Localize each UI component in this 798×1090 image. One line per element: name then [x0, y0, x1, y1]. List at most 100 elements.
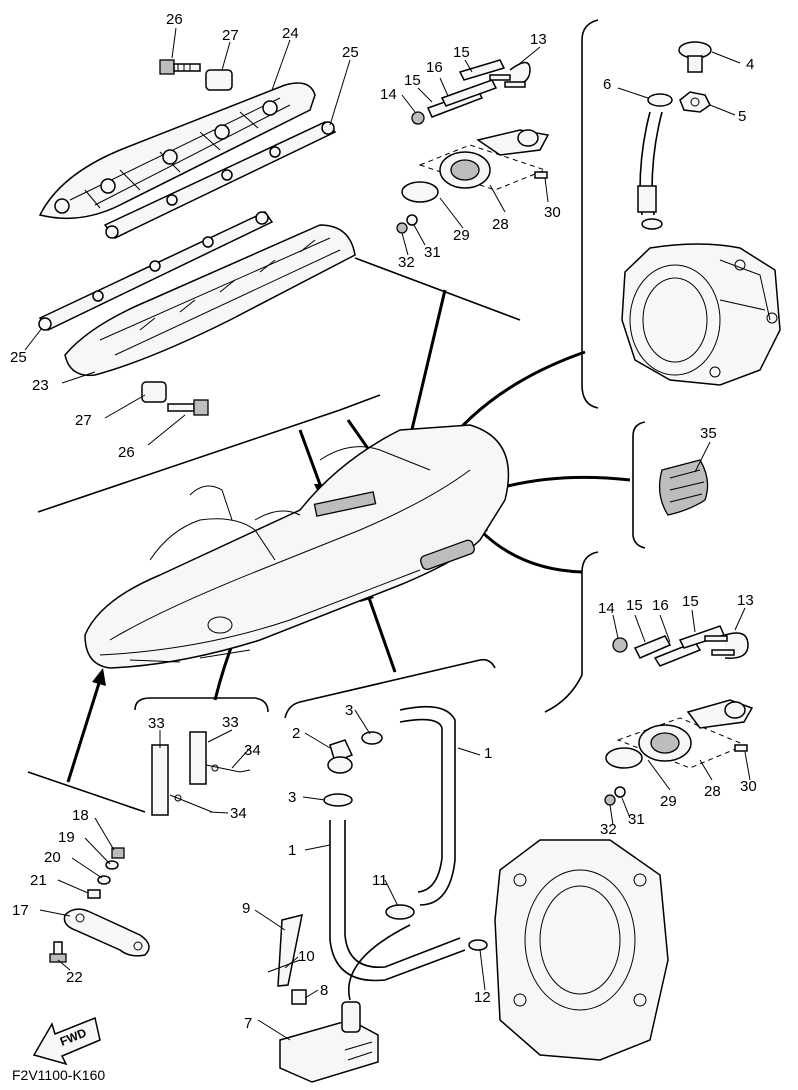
label-15: 15 — [453, 44, 470, 61]
vent-assembly-upper — [396, 59, 550, 234]
label-11: 11 — [372, 872, 388, 889]
bracket-17 — [63, 908, 150, 957]
label-9: 9 — [242, 900, 250, 917]
hatch-cover-35 — [658, 459, 709, 516]
label-27: 27 — [222, 27, 239, 44]
bracket-right-top — [581, 19, 599, 409]
label-1: 1 — [484, 745, 492, 762]
label-21: 21 — [30, 872, 47, 889]
collar-27-top — [205, 69, 233, 91]
label-28: 28 — [704, 783, 721, 800]
label-3: 3 — [288, 789, 296, 806]
label-6: 6 — [603, 76, 611, 93]
label-30: 30 — [740, 778, 757, 795]
watercraft-hull — [84, 424, 510, 669]
bracket-hose — [284, 658, 496, 719]
bracket-33-34 — [134, 697, 269, 713]
label-30: 30 — [544, 204, 561, 221]
label-33: 33 — [222, 714, 239, 731]
collar-27-bottom — [141, 381, 167, 403]
grab-bar-lower — [64, 224, 356, 377]
washer-20 — [97, 875, 111, 885]
label-26: 26 — [166, 11, 183, 28]
label-26: 26 — [118, 444, 135, 461]
label-14: 14 — [380, 86, 397, 103]
water-hose — [329, 705, 466, 1001]
label-15: 15 — [626, 597, 643, 614]
part-labels: 26 27 24 25 25 23 27 26 13 15 16 15 14 2… — [10, 11, 757, 1032]
bolt-22 — [49, 941, 67, 963]
bolt-4 — [678, 41, 712, 73]
label-12: 12 — [474, 989, 491, 1006]
label-8: 8 — [320, 982, 328, 999]
label-16: 16 — [652, 597, 669, 614]
hose-jet — [637, 111, 663, 230]
bracket-bottom-left — [27, 771, 146, 813]
pin-10 — [267, 959, 301, 973]
label-18: 18 — [72, 807, 89, 824]
clamp-6 — [647, 93, 673, 107]
elbow-fitting-2 — [327, 739, 354, 774]
bracket-35 — [632, 421, 646, 549]
label-20: 20 — [44, 849, 61, 866]
label-23: 23 — [32, 377, 49, 394]
fwd-arrow-icon: FWD — [32, 1016, 101, 1066]
label-25: 25 — [10, 349, 27, 366]
label-15: 15 — [682, 593, 699, 610]
bracket-top-left — [354, 257, 521, 321]
rail-strip-lower — [38, 211, 274, 331]
label-7: 7 — [244, 1015, 252, 1032]
label-34: 34 — [244, 742, 261, 759]
jet-pump-housing — [621, 243, 781, 386]
label-17: 17 — [12, 902, 29, 919]
bracket-8 — [291, 989, 307, 1005]
label-14: 14 — [598, 600, 615, 617]
label-33: 33 — [148, 715, 165, 732]
nut-18 — [111, 847, 125, 859]
clamp-11 — [385, 904, 415, 920]
label-31: 31 — [424, 244, 441, 261]
leader-lines — [24, 27, 751, 1041]
label-35: 35 — [700, 425, 717, 442]
label-15: 15 — [404, 72, 421, 89]
label-34: 34 — [230, 805, 247, 822]
bracket-right-mid — [544, 551, 599, 713]
label-19: 19 — [58, 829, 75, 846]
label-13: 13 — [737, 592, 754, 609]
label-31: 31 — [628, 811, 645, 828]
bolt-26-bottom — [167, 399, 209, 416]
clamp-3 — [323, 731, 383, 807]
label-10: 10 — [298, 948, 315, 965]
bracket-hull-right — [339, 394, 381, 411]
label-1: 1 — [288, 842, 296, 859]
vent-assembly-lower — [604, 625, 754, 806]
bracket-hull-left — [37, 409, 341, 513]
label-27: 27 — [75, 412, 92, 429]
label-24: 24 — [282, 25, 299, 42]
bolt-26-top — [159, 59, 201, 75]
label-4: 4 — [746, 56, 754, 73]
label-25: 25 — [342, 44, 359, 61]
label-13: 13 — [530, 31, 547, 48]
label-16: 16 — [426, 59, 443, 76]
bolt-21 — [87, 889, 101, 899]
label-3: 3 — [345, 702, 353, 719]
nut-5 — [679, 91, 711, 113]
label-28: 28 — [492, 216, 509, 233]
label-32: 32 — [398, 254, 415, 271]
label-29: 29 — [660, 793, 677, 810]
label-5: 5 — [738, 108, 746, 125]
tie-9 — [277, 913, 303, 987]
label-29: 29 — [453, 227, 470, 244]
clips-33-34 — [151, 731, 251, 816]
clamp-12 — [468, 939, 488, 951]
label-2: 2 — [292, 725, 300, 742]
drawing-code: F2V1100-K160 — [12, 1067, 105, 1083]
rail-strip-upper — [103, 121, 337, 239]
grab-bar-upper — [38, 82, 316, 220]
label-22: 22 — [66, 969, 83, 986]
water-box-7 — [279, 1001, 379, 1083]
engine-housing-bottom — [494, 839, 669, 1061]
label-32: 32 — [600, 821, 617, 838]
